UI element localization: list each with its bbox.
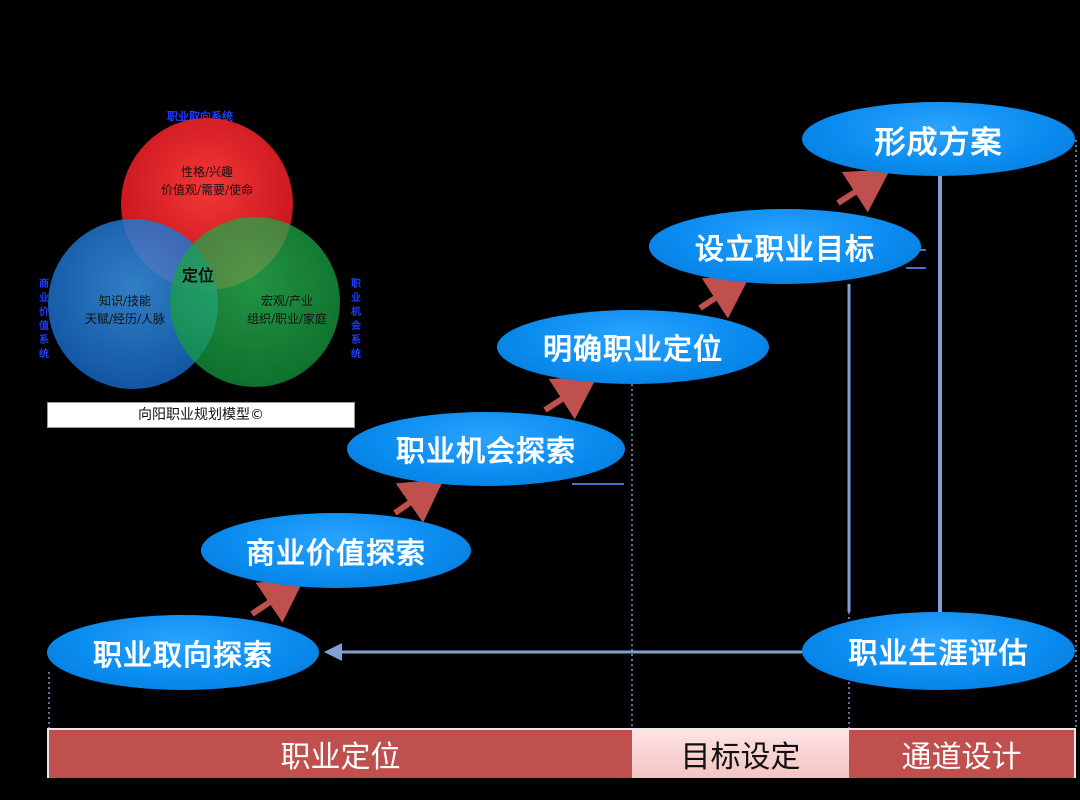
step-career-evaluation[interactable]: 职业生涯评估 bbox=[802, 612, 1075, 690]
step-business-value[interactable]: 商业价值探索 bbox=[201, 513, 471, 588]
venn-green-line1: 宏观/产业 bbox=[260, 294, 314, 308]
venn-red-text: 性格/兴趣 价值观/需要/使命 bbox=[147, 163, 267, 199]
venn-green-line2: 组织/职业/家庭 bbox=[246, 312, 328, 326]
venn-red-line2: 价值观/需要/使命 bbox=[160, 183, 254, 197]
step-set-goal[interactable]: 设立职业目标 bbox=[649, 209, 921, 284]
venn-green-text: 宏观/产业 组织/职业/家庭 bbox=[232, 292, 342, 328]
step-define-positioning[interactable]: 明确职业定位 bbox=[497, 310, 769, 384]
step-arrow-1 bbox=[250, 579, 304, 623]
venn-blue-line2: 天赋/经历/人脉 bbox=[84, 312, 166, 326]
step-career-orientation[interactable]: 职业取向探索 bbox=[47, 615, 319, 690]
venn-left-side-title: 商业价值系统 bbox=[39, 279, 49, 360]
venn-blue-text: 知识/技能 天赋/经历/人脉 bbox=[70, 292, 180, 328]
step-arrow-3 bbox=[543, 376, 598, 420]
venn-blue-line1: 知识/技能 bbox=[98, 294, 152, 308]
step-form-plan[interactable]: 形成方案 bbox=[802, 102, 1075, 176]
phase-positioning: 职业定位 bbox=[47, 728, 632, 778]
venn-top-title: 职业取向系统 bbox=[167, 110, 233, 123]
venn-center-label: 定位 bbox=[182, 266, 215, 285]
venn-right-side-title: 职业机会系统 bbox=[351, 279, 361, 360]
step-arrow-5 bbox=[836, 169, 891, 213]
step-arrow-2 bbox=[393, 479, 444, 523]
venn-red-line1: 性格/兴趣 bbox=[180, 165, 234, 179]
phase-channel-design: 通道设计 bbox=[849, 728, 1076, 778]
phase-goal-setting: 目标设定 bbox=[632, 728, 849, 778]
model-caption: 向阳职业规划模型© bbox=[47, 402, 355, 428]
step-arrow-4 bbox=[698, 275, 751, 319]
step-career-opportunity[interactable]: 职业机会探索 bbox=[347, 412, 625, 486]
